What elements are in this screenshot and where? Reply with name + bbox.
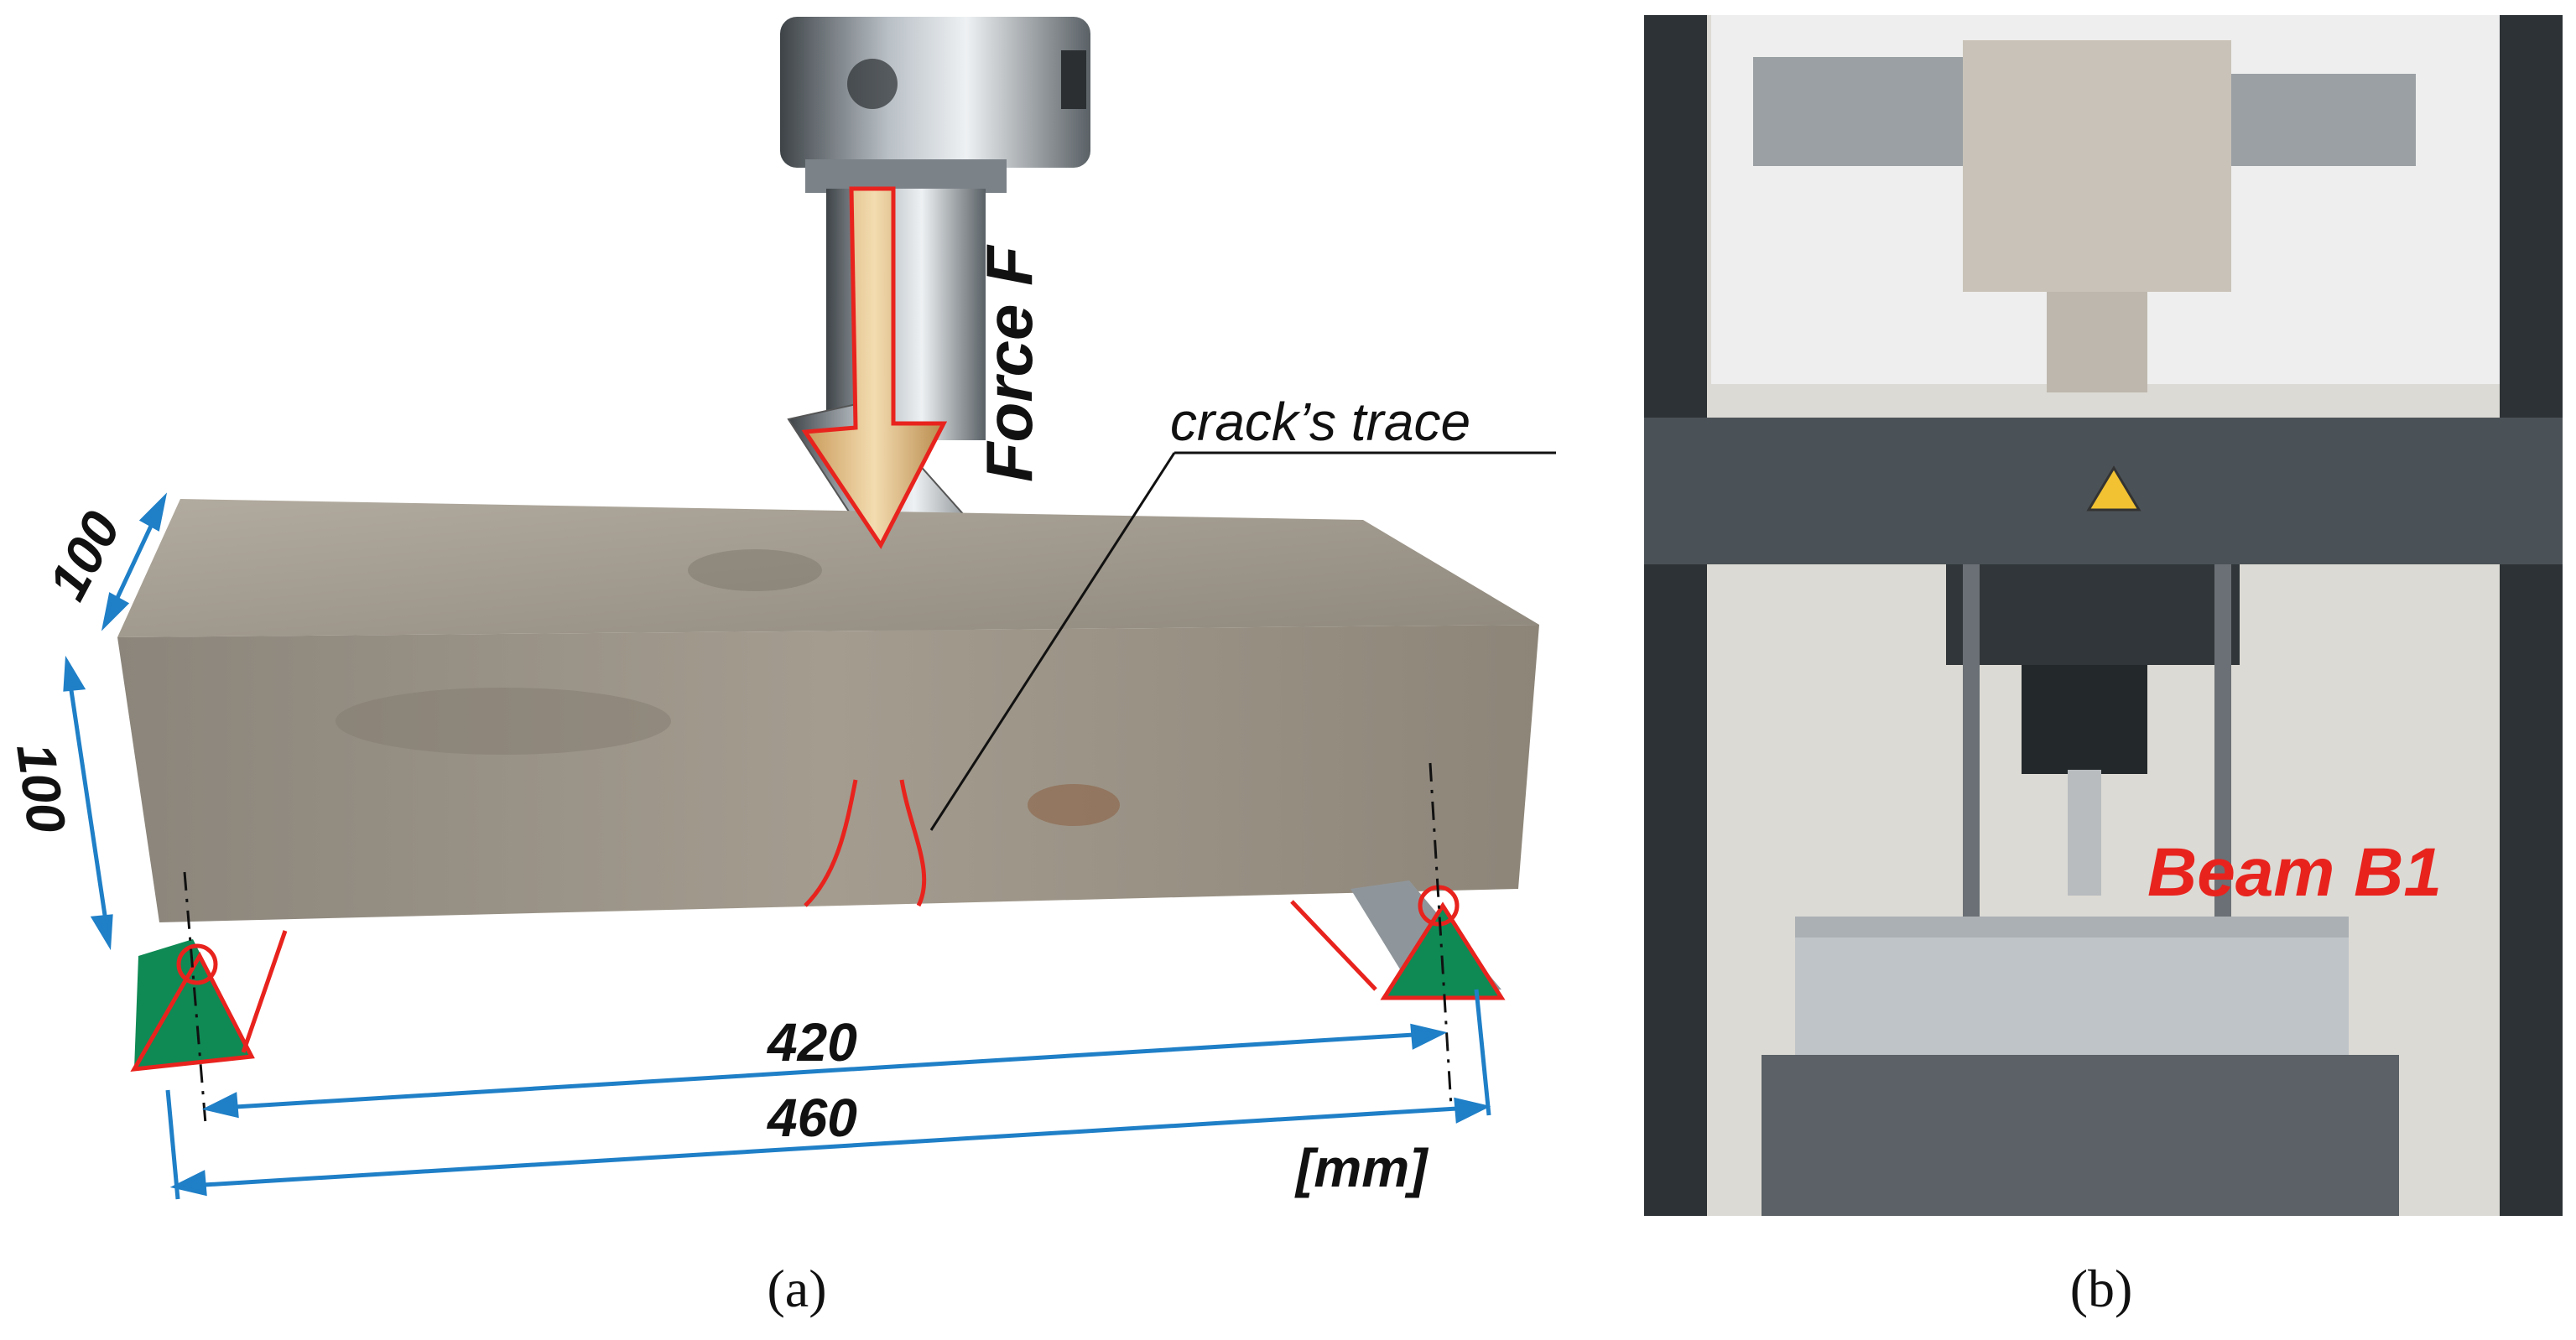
upper-crosshead	[1753, 40, 2416, 392]
force-arrow	[801, 186, 948, 549]
warning-sign	[2086, 465, 2141, 512]
panel-a-setup-illustration: Force F crack’s trace 10	[5, 17, 1556, 1200]
unit-label: [mm]	[1294, 1138, 1429, 1198]
beam-label: Beam B1	[2147, 834, 2442, 911]
panel-a-svg: Force F crack’s trace 10	[5, 17, 1556, 1200]
dim-span-label: 420	[766, 1012, 857, 1073]
left-support	[130, 871, 288, 1124]
right-support	[1290, 762, 1506, 1108]
crack-label: crack’s trace	[1170, 392, 1470, 452]
crack-leader-line	[929, 452, 1176, 831]
base-support	[1762, 1055, 2399, 1216]
concrete-specimen	[1795, 921, 2349, 1055]
dim-length-label: 460	[766, 1088, 857, 1148]
caption-a: (a)	[767, 1259, 827, 1318]
crack-trace	[804, 779, 927, 907]
force-label: Force F	[972, 244, 1046, 482]
panel-b-machine-photo: Beam B1	[1644, 15, 2563, 1216]
panel-b-svg: Beam B1	[1644, 15, 2563, 1216]
concrete-beam	[117, 499, 1539, 922]
dimension-lines	[63, 492, 1491, 1200]
dim-height-label: 100	[5, 740, 77, 837]
lower-fixture	[1946, 564, 2240, 1216]
specimen-top	[1795, 917, 2349, 937]
caption-b: (b)	[2069, 1259, 2133, 1318]
